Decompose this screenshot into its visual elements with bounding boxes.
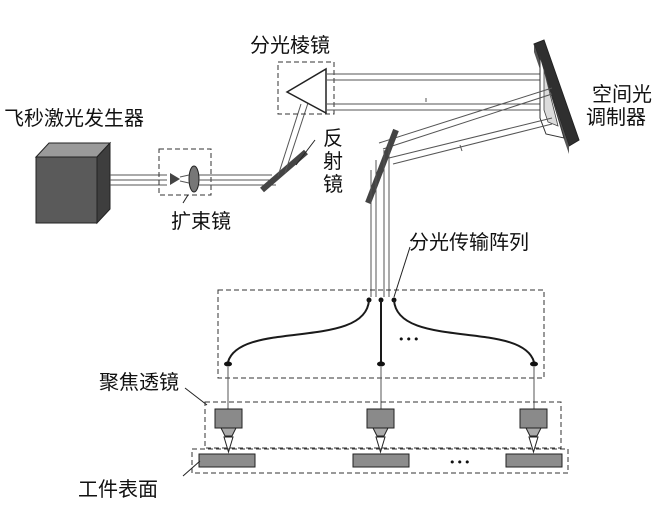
beam-expander-box	[158, 148, 212, 196]
workpiece-box	[191, 448, 569, 474]
expanded-beam	[199, 174, 276, 186]
array-ellipsis: •••	[398, 333, 421, 346]
beams-down	[370, 142, 390, 297]
focusing-lens-2	[366, 408, 395, 454]
label-slm-line2: 调制器	[586, 105, 646, 129]
workpiece-3	[505, 453, 563, 468]
spatial-light-modulator	[533, 39, 580, 154]
focusing-lens-3	[519, 408, 548, 454]
mirror-left	[260, 149, 308, 193]
laser-beam	[110, 174, 167, 186]
focusing-lens-1	[214, 408, 243, 454]
label-beam-expander: 扩束镜	[171, 209, 231, 233]
workpiece-ellipsis: •••	[449, 456, 472, 469]
label-split-transmission-array: 分光传输阵列	[409, 230, 529, 254]
label-mirror: 反射镜	[323, 126, 343, 196]
fiber-left	[227, 299, 370, 363]
workpiece-1	[198, 453, 256, 468]
beams-to-lenses	[227, 367, 535, 410]
femtosecond-laser-box	[34, 141, 112, 225]
fiber-right	[393, 299, 535, 363]
beam-splitter-prism	[277, 61, 335, 115]
beam-expander	[158, 148, 212, 196]
label-focusing-lens: 聚焦透镜	[99, 370, 179, 394]
focusing-lens-group	[204, 401, 562, 454]
workpiece-2	[352, 453, 410, 468]
leader-lines	[182, 139, 411, 477]
beams-slm-to-mirror	[378, 87, 553, 165]
mirror-right	[365, 128, 399, 205]
label-slm-line1: 空间光	[592, 82, 652, 106]
beam-to-prism	[277, 102, 309, 177]
workpiece-surface-group	[191, 448, 569, 474]
label-beam-splitter-prism: 分光棱镜	[250, 33, 330, 57]
split-transmission-array	[217, 289, 545, 379]
label-femtosecond-laser: 飞秒激光发生器	[4, 106, 144, 130]
lens-box	[204, 401, 562, 449]
beams-to-slm	[327, 73, 540, 111]
prism-box	[277, 61, 335, 115]
label-workpiece-surface: 工件表面	[78, 477, 158, 501]
